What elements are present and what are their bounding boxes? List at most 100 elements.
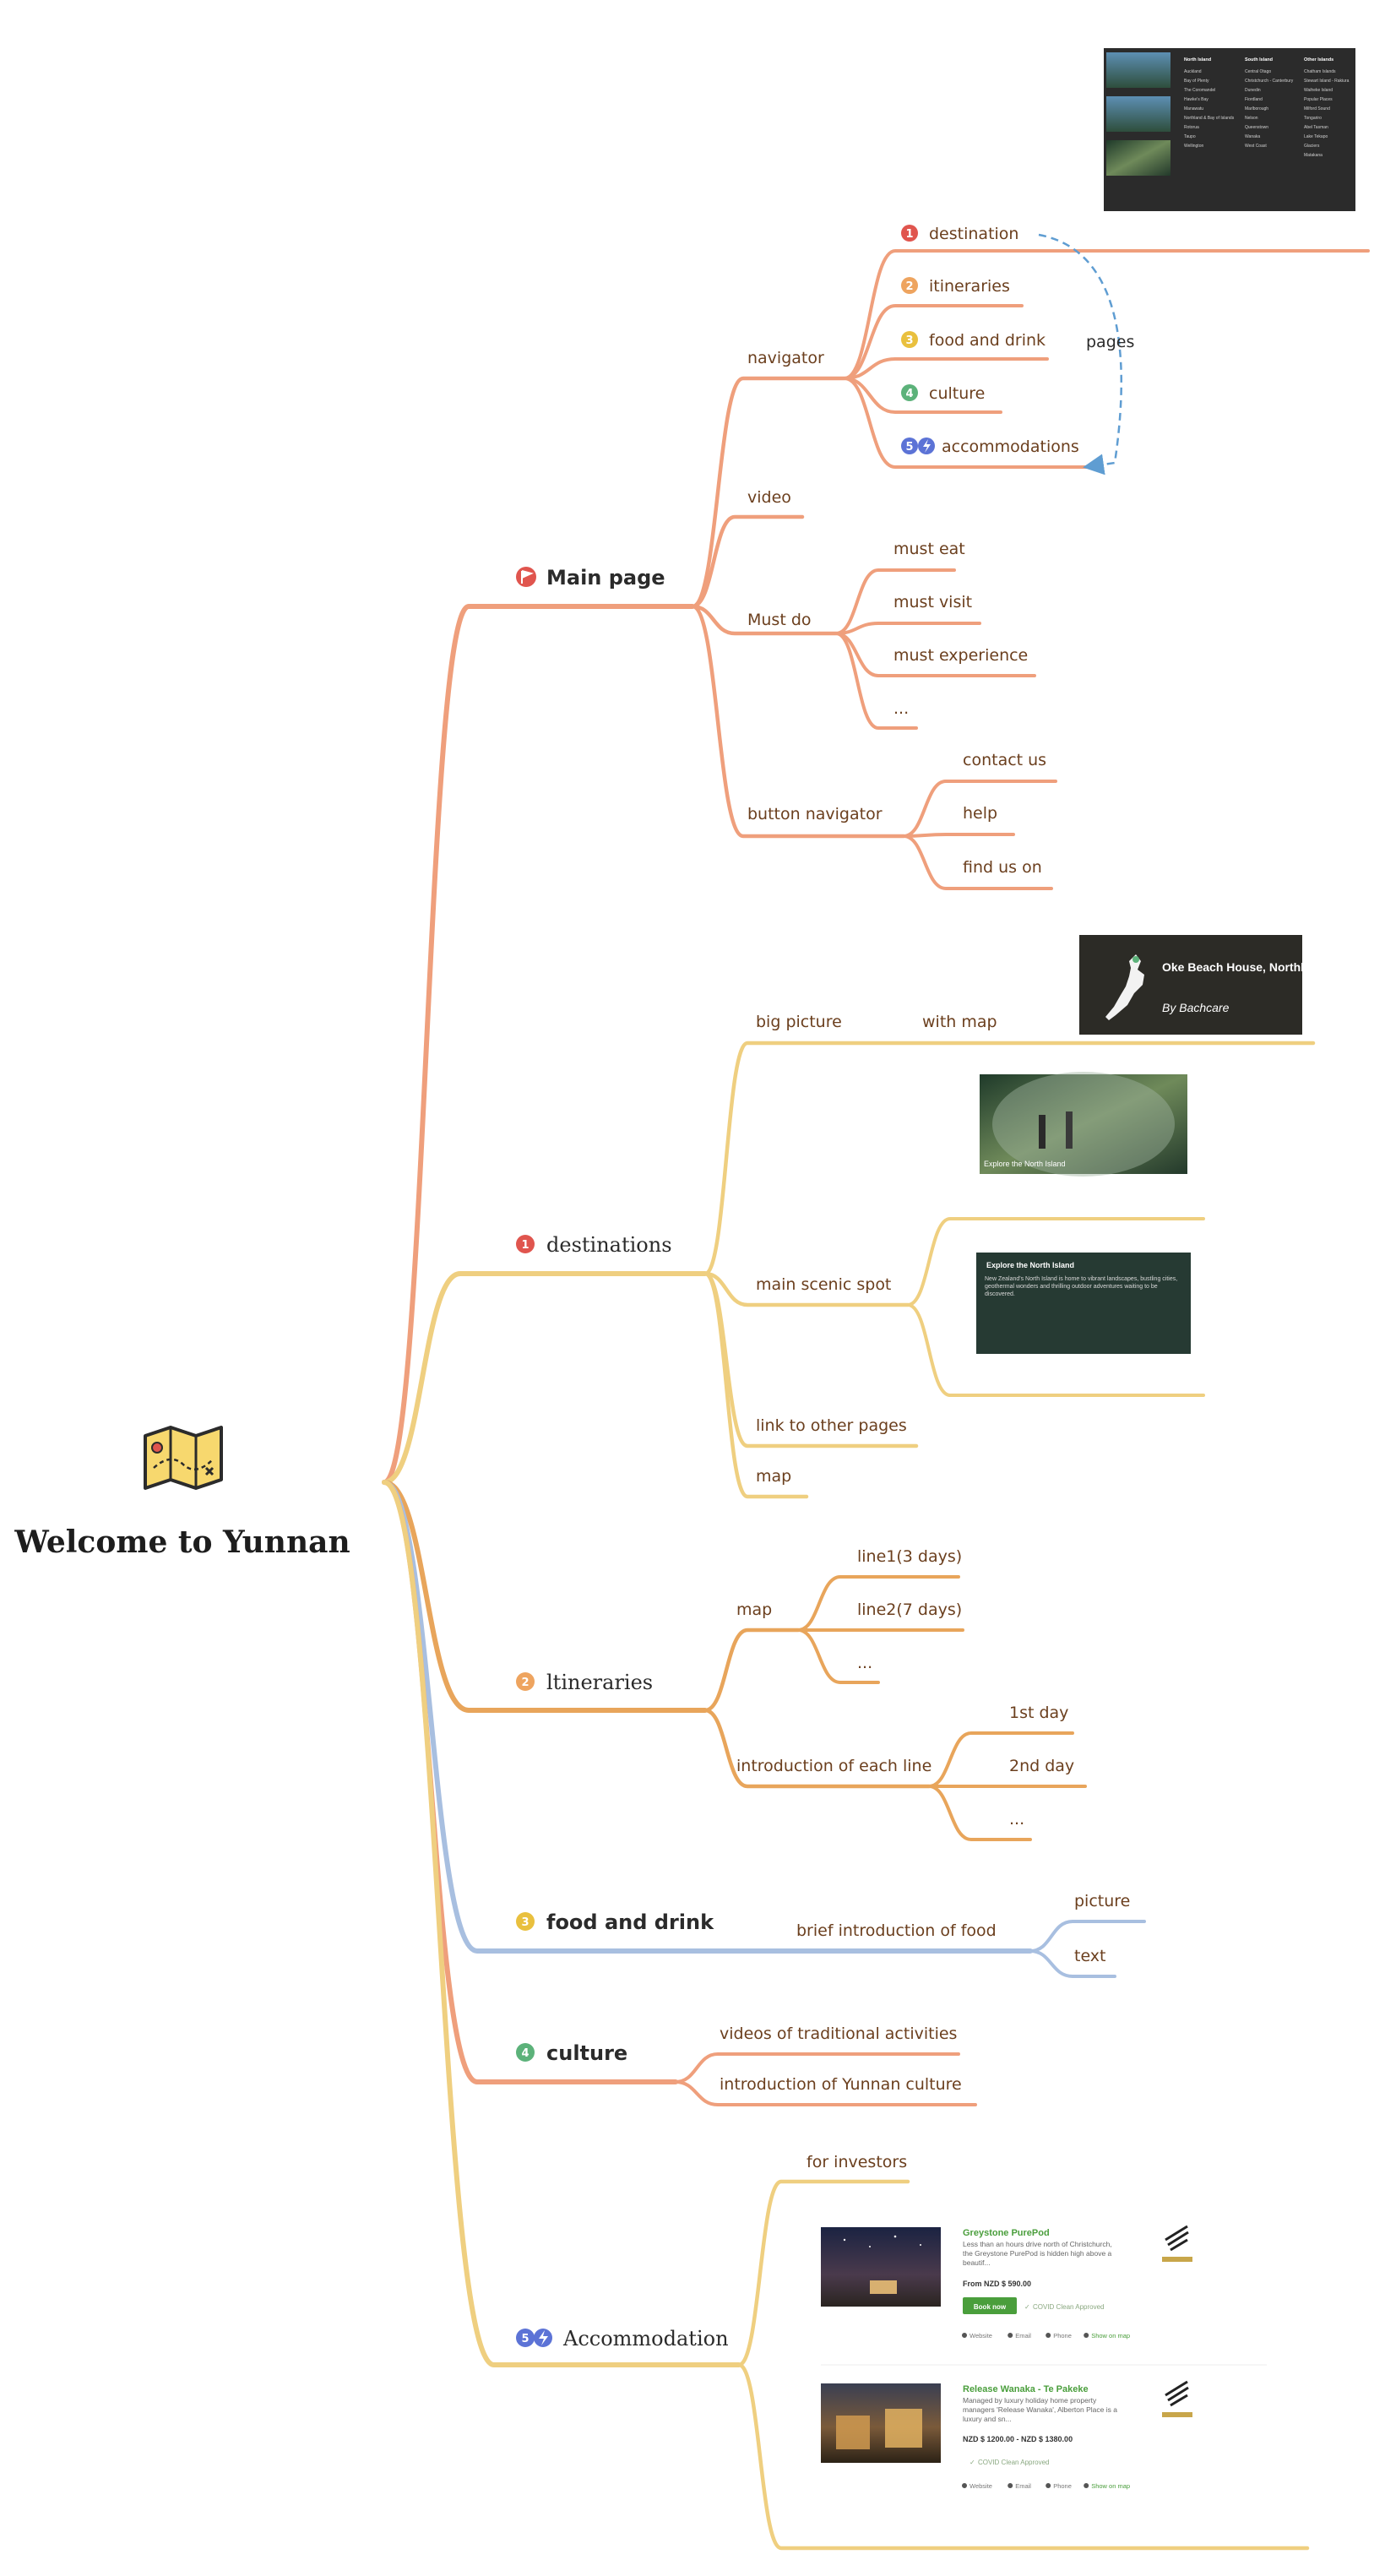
menu-item: Glaciers: [1304, 144, 1320, 149]
svg-text:5: 5: [521, 2333, 529, 2345]
culture-label: culture: [546, 2041, 627, 2065]
menu-item: Milford Sound: [1304, 106, 1330, 111]
listing-link: Email: [1015, 2332, 1031, 2340]
svg-text:NZD $ 1200.00 - NZD $ 1380.00: NZD $ 1200.00 - NZD $ 1380.00: [963, 2435, 1073, 2443]
help: help: [963, 804, 997, 823]
menu-item: Central Otago: [1245, 69, 1271, 74]
menu-item: Manawatu: [1184, 106, 1203, 111]
food-label: food and drink: [546, 1910, 714, 1934]
north-island-text-card: Explore the North Island New Zealand's N…: [976, 1253, 1191, 1354]
svg-text:Explore the North Island: Explore the North Island: [986, 1261, 1074, 1269]
phone-icon: [1046, 2333, 1051, 2338]
itineraries-label: ltineraries: [546, 1671, 653, 1694]
nav-item-culture[interactable]: 4 culture: [901, 384, 985, 403]
food-picture: picture: [1074, 1892, 1130, 1910]
menu-item: Taupo: [1184, 134, 1196, 139]
day1: 1st day: [1009, 1704, 1068, 1722]
intro-line-label: introduction of each line: [736, 1757, 931, 1775]
folded-map-icon: [144, 1426, 223, 1490]
line-more: ...: [857, 1654, 872, 1672]
relation-pages[interactable]: pages: [1038, 233, 1134, 476]
branch-main-page[interactable]: Main page navigator 1: [516, 48, 1370, 890]
menu-item: Rotorua: [1184, 125, 1199, 130]
priority-marker: [516, 1235, 535, 1253]
day-more: ...: [1009, 1810, 1024, 1829]
menu-item: Stewart Island - Rakiura: [1304, 79, 1350, 84]
nav-item-destination[interactable]: 1 destination: [901, 225, 1018, 243]
branch-culture[interactable]: 4 culture videos of traditional activiti…: [516, 2024, 977, 2106]
menu-item: Queenstown: [1245, 125, 1268, 130]
svg-text:4: 4: [521, 2047, 529, 2060]
menu-item: Chatham Islands: [1304, 69, 1336, 74]
svg-text:3: 3: [905, 334, 913, 347]
menu-item: Dunedin: [1245, 88, 1261, 93]
menu-item: Wanaka: [1245, 134, 1260, 139]
menu-item: Northland & Bay of Islands: [1184, 116, 1235, 121]
svg-text:destination: destination: [929, 225, 1018, 243]
food-edges: [1029, 1920, 1146, 1978]
button-navigator-label: button navigator: [747, 805, 883, 823]
day2: 2nd day: [1009, 1757, 1074, 1775]
svg-text:Oke Beach House, Northland & B: Oke Beach House, Northland & Bay of Isla…: [1162, 960, 1385, 974]
itin-map-label: map: [736, 1600, 772, 1619]
svg-text:Release Wanaka - Te Pakeke: Release Wanaka - Te Pakeke: [963, 2384, 1089, 2394]
nav-item-itineraries[interactable]: 2 itineraries: [901, 277, 1010, 296]
branch-destinations[interactable]: 1 destinations big picture with map main…: [516, 935, 1385, 1499]
menu-item: West Coast: [1245, 144, 1267, 149]
svg-text:1: 1: [521, 1239, 529, 1252]
nav-item-accommodations[interactable]: 5 accommodations: [901, 437, 1079, 456]
must-do-more: ...: [893, 699, 909, 718]
menu-item: Abel Tasman: [1304, 125, 1328, 130]
menu-item: Auckland: [1184, 69, 1202, 74]
menu-item: Christchurch - Canterbury: [1245, 79, 1294, 84]
svg-text:Greystone PurePod: Greystone PurePod: [963, 2228, 1050, 2238]
culture-videos: videos of traditional activities: [720, 2024, 957, 2043]
main-page-edges: [690, 249, 1370, 890]
must-eat: must eat: [893, 540, 965, 558]
investors-label: for investors: [807, 2153, 907, 2171]
svg-text:food and drink: food and drink: [929, 331, 1046, 350]
menu-column-heading: Other Islands: [1304, 57, 1333, 62]
listing-link: Show on map: [1091, 2482, 1130, 2490]
must-experience: must experience: [893, 646, 1028, 665]
itineraries-edges: [703, 1575, 1087, 1841]
main-page-label: Main page: [546, 566, 665, 590]
branch-itineraries[interactable]: 2 ltineraries map line1(3 days) line2(7 …: [516, 1547, 1087, 1841]
menu-item: Marlborough: [1245, 106, 1268, 111]
find-us-on: find us on: [963, 858, 1042, 877]
svg-text:From NZD $ 590.00: From NZD $ 590.00: [963, 2280, 1031, 2288]
menu-column-heading: South Island: [1245, 57, 1273, 62]
root-node[interactable]: Welcome to Yunnan: [14, 1426, 350, 1560]
menu-column-heading: North Island: [1184, 57, 1211, 62]
menu-item: Waiheke Island: [1304, 88, 1333, 93]
covid-badge: ✓: [970, 2459, 975, 2466]
contact-us: contact us: [963, 751, 1046, 769]
listing-card-1: Greystone PurePod Less than an hours dri…: [821, 2225, 1192, 2340]
branch-food-and-drink[interactable]: 3 food and drink brief introduction of f…: [516, 1892, 1146, 1978]
culture-intro: introduction of Yunnan culture: [720, 2075, 962, 2094]
svg-text:2: 2: [521, 1677, 529, 1689]
menu-item: Wellington: [1184, 144, 1203, 149]
menu-item: Hawke's Bay: [1184, 97, 1208, 102]
svg-text:COVID Clean Approved: COVID Clean Approved: [978, 2459, 1050, 2466]
flag-icon: [516, 567, 536, 587]
nav-item-food-and-drink[interactable]: 3 food and drink: [901, 331, 1046, 350]
pin-icon: [1084, 2483, 1089, 2488]
svg-text:1: 1: [905, 228, 913, 241]
pin-icon: [1084, 2333, 1089, 2338]
culture-edges: [674, 2052, 977, 2106]
accommodation-label: Accommodation: [562, 2327, 729, 2350]
menu-item: Bay of Plenty: [1184, 79, 1209, 84]
fern-badge-icon: [1162, 2380, 1192, 2417]
svg-text:culture: culture: [929, 384, 985, 403]
svg-text:Book now: Book now: [974, 2303, 1007, 2311]
line2: line2(7 days): [857, 1600, 962, 1619]
root-title: Welcome to Yunnan: [14, 1524, 350, 1560]
svg-text:5: 5: [905, 441, 913, 454]
globe-icon: [962, 2333, 967, 2338]
menu-item: Lake Tekapo: [1304, 134, 1328, 139]
menu-item: Fiordland: [1245, 97, 1263, 102]
branch-accommodation[interactable]: 5 Accommodation for investors Greystone …: [516, 2153, 1310, 2551]
